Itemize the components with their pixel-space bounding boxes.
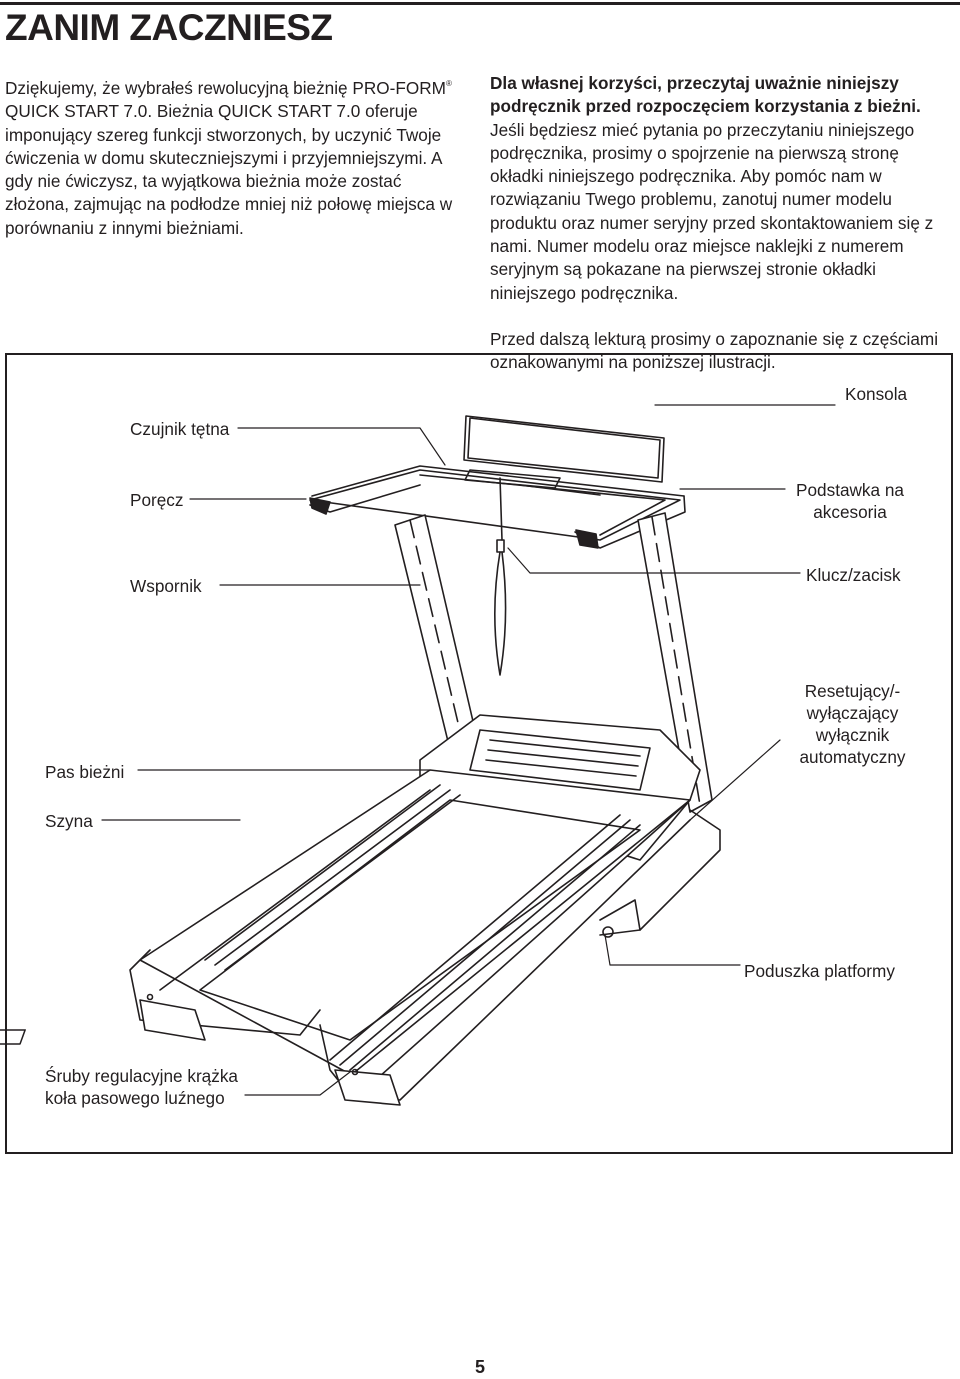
intro-paragraph-1: Dziękujemy, że wybrałeś rewolucyjną bież… bbox=[5, 72, 467, 240]
label-porecz: Poręcz bbox=[130, 490, 184, 510]
intro-p2-rest: Jeśli będziesz mieć pytania po przeczyta… bbox=[490, 119, 934, 303]
intro-p2-bold: Dla własnej korzyści, przeczytaj uważnie… bbox=[490, 73, 921, 117]
intro-p1-part1: Dziękujemy, że wybrałeś rewolucyjną bież… bbox=[5, 78, 446, 98]
label-konsola: Konsola bbox=[845, 384, 908, 404]
label-szyna: Szyna bbox=[45, 811, 93, 831]
rail-grooves-icon bbox=[204, 784, 641, 1071]
safety-key-clip-icon bbox=[493, 477, 507, 676]
label-czujnik-tetna: Czujnik tętna bbox=[130, 419, 230, 439]
accessory-tray-icon bbox=[464, 469, 601, 496]
label-poduszka: Poduszka platformy bbox=[744, 961, 895, 981]
intro-paragraph-3: Przed dalszą lekturą prosimy o zapoznani… bbox=[490, 328, 939, 373]
intro-column-left: Dziękujemy, że wybrałeś rewolucyjną bież… bbox=[5, 72, 467, 240]
label-sruby: Śruby regulacyjne krążka koła pasowego l… bbox=[45, 1066, 238, 1108]
label-podstawka: Podstawka na akcesoria bbox=[796, 480, 904, 522]
label-resetujacy: Resetujący/- wyłączający wyłącznik autom… bbox=[799, 681, 906, 767]
intro-column-right: Dla własnej korzyści, przeczytaj uważnie… bbox=[490, 72, 952, 398]
base-frame-icon bbox=[599, 809, 721, 938]
label-wspornik: Wspornik bbox=[130, 576, 202, 596]
handrail-icon bbox=[309, 465, 686, 549]
label-pas-bieżni: Pas bieżni bbox=[45, 762, 125, 782]
leader-lines bbox=[101, 404, 836, 1096]
rear-endcap-right-icon bbox=[0, 1029, 401, 1106]
deck-frame-icon bbox=[129, 769, 691, 1101]
illustration-frame bbox=[5, 353, 953, 1154]
registered-mark: ® bbox=[445, 79, 452, 88]
rear-endcap-left-icon bbox=[139, 993, 206, 1041]
title-rule bbox=[0, 2, 960, 5]
label-klucz: Klucz/zacisk bbox=[806, 565, 901, 585]
intro-p1-part2: QUICK START 7.0. Bieżnia QUICK START 7.0… bbox=[5, 101, 453, 238]
intro-paragraph-2: Dla własnej korzyści, przeczytaj uważnie… bbox=[490, 72, 952, 305]
page-number: 5 bbox=[474, 1357, 485, 1377]
page-title: ZANIM ZACZNIESZ bbox=[5, 7, 333, 48]
